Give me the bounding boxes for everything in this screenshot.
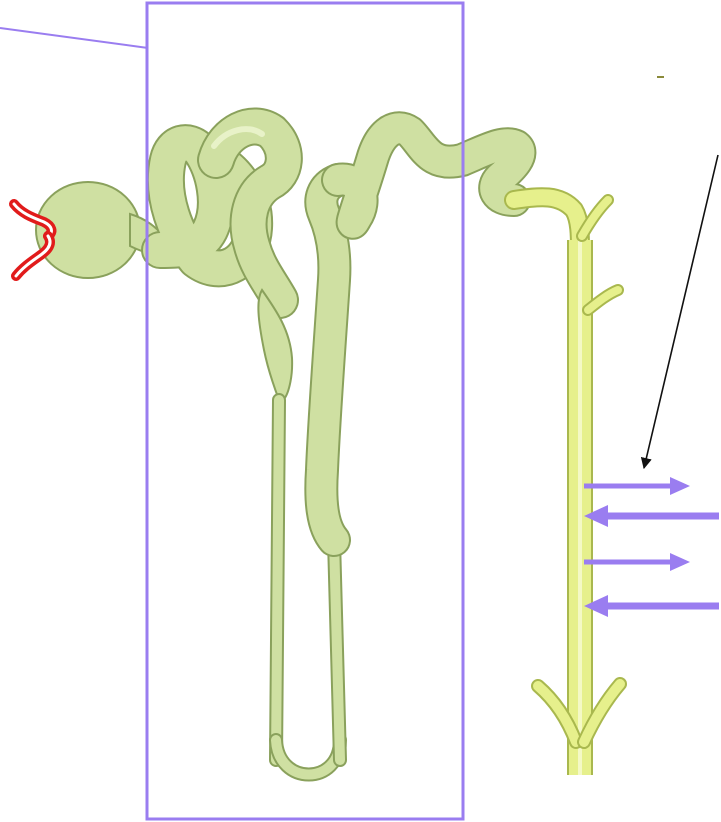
- outward-arrow-1: [584, 477, 690, 495]
- inward-arrow-1: [584, 505, 719, 527]
- distal-convoluted-tubule: [338, 128, 580, 250]
- pointer-arrow: [644, 155, 718, 468]
- loop-of-henle: [276, 740, 340, 775]
- label-leader-line: [0, 28, 148, 48]
- ascending-limb: [321, 180, 340, 760]
- outward-arrow-2: [584, 553, 690, 571]
- inward-arrow-2: [584, 595, 719, 617]
- descending-limb: [258, 290, 292, 760]
- proximal-convoluted-tubule: [160, 127, 284, 300]
